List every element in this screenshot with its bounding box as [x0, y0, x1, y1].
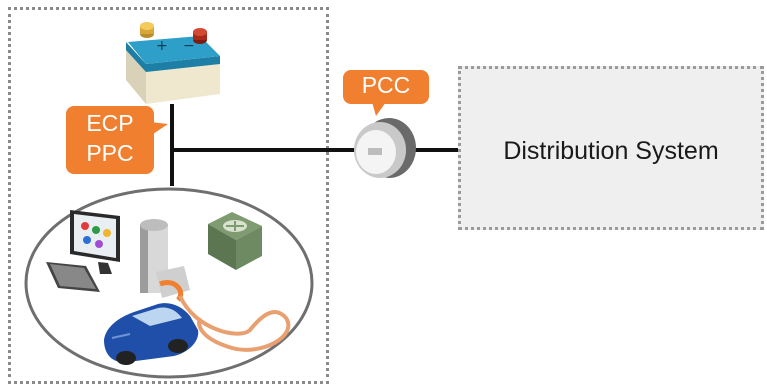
pcc-label: PCC — [361, 72, 411, 98]
distribution-system-label: Distribution System — [503, 137, 719, 165]
battery-icon: + − — [126, 22, 220, 104]
ecp-label: ECP — [86, 110, 134, 136]
facility-boundary — [8, 7, 329, 384]
pcc-callout: PCC — [343, 70, 429, 104]
svg-text:−: − — [183, 38, 195, 54]
charging-cable — [178, 295, 291, 352]
distribution-system-box: Distribution System — [458, 66, 764, 230]
ev-charger-icon — [140, 219, 190, 302]
hvac-unit-icon — [208, 212, 262, 270]
electric-car-icon — [104, 303, 199, 365]
computer-icon — [46, 210, 120, 292]
meter-icon — [354, 118, 416, 178]
svg-text:+: + — [156, 38, 168, 54]
ppc-label: PPC — [86, 140, 134, 166]
ecp-ppc-callout: ECP PPC — [66, 106, 154, 174]
load-group-oval — [24, 187, 314, 379]
